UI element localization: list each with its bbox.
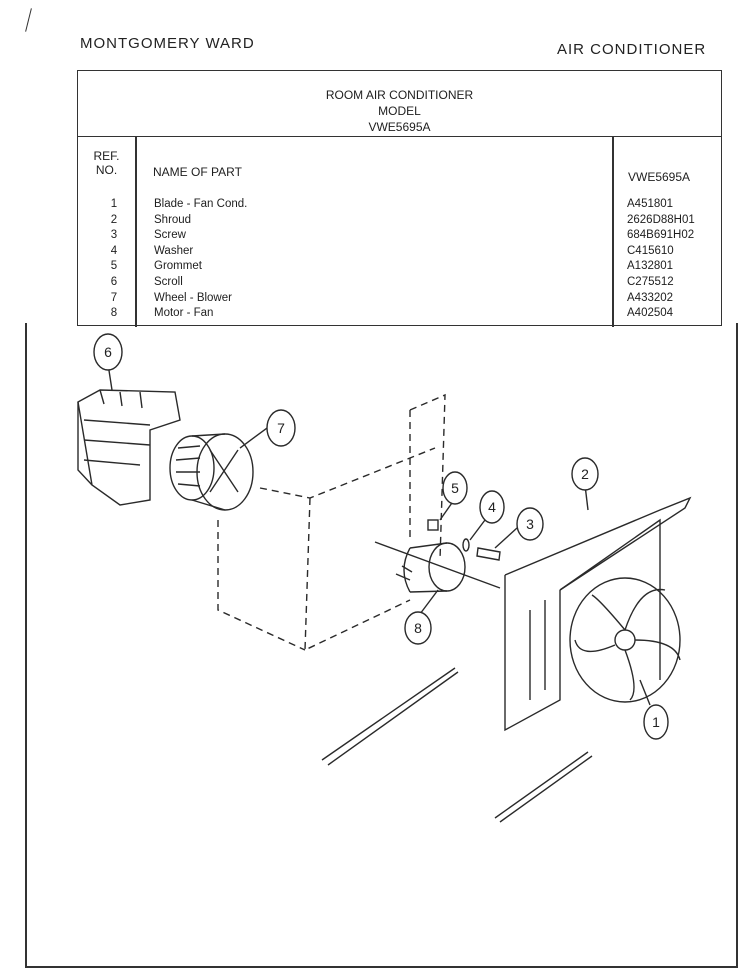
part-number: A451801: [627, 198, 674, 210]
table-row: 5 Grommet A132801: [78, 260, 721, 276]
fan-motor-drawing: [374, 541, 501, 593]
washer-drawing: [462, 538, 470, 552]
part-name: Scroll: [154, 275, 183, 288]
part-name: Screw: [154, 229, 186, 242]
callout-number: 8: [414, 620, 422, 636]
part-name: Washer: [154, 244, 194, 257]
callout-number: 3: [526, 516, 534, 532]
part-number: A402504: [627, 307, 674, 320]
callout-8: 8: [404, 611, 432, 645]
table-row: 2 Shroud 2626D88H01: [78, 214, 721, 230]
column-divider: [612, 137, 614, 327]
callout-number: 6: [104, 344, 112, 360]
part-number: C415610: [627, 244, 674, 257]
table-row: 1 Blade - Fan Cond. A451801: [78, 198, 721, 214]
ref-number: 7: [110, 291, 118, 304]
callout-circle: [442, 471, 468, 505]
fan-blade-drawing: [569, 577, 681, 703]
ref-number: 5: [110, 260, 118, 273]
screw-drawing: [476, 547, 501, 561]
model-column-header: VWE5695A: [628, 170, 691, 184]
callout-3: 3: [516, 507, 544, 541]
table-title: ROOM AIR CONDITIONER MODEL VWE5695A: [78, 71, 721, 137]
diagram-frame-left: [25, 323, 27, 968]
callout-circle: [571, 457, 599, 491]
table-row: 6 Scroll C275512: [78, 276, 721, 292]
ref-number: 4: [110, 244, 118, 257]
name-of-part-header: NAME OF PART: [153, 165, 242, 179]
ref-header-line-1: REF.: [93, 149, 120, 163]
callout-number: 4: [488, 499, 496, 515]
table-row: 8 Motor - Fan A402504: [78, 307, 721, 323]
brand-name: MONTGOMERY WARD: [80, 35, 255, 52]
leader-lines: [107, 363, 651, 706]
section-title: AIR CONDITIONER: [557, 41, 707, 58]
table-row: 7 Wheel - Blower A433202: [78, 292, 721, 308]
part-number: C275512: [627, 275, 674, 288]
callout-1: 1: [643, 704, 669, 740]
ref-header-line-2: NO.: [95, 163, 118, 177]
callout-7: 7: [266, 409, 296, 447]
ref-number: 8: [110, 307, 118, 320]
column-divider: [135, 137, 137, 327]
part-name: Blade - Fan Cond.: [154, 198, 248, 210]
ref-number: 6: [110, 275, 118, 288]
callout-5: 5: [442, 471, 468, 505]
callout-circle: [404, 611, 432, 645]
callout-number: 2: [581, 466, 589, 482]
scroll-housing-drawing: [77, 389, 181, 506]
part-name: Shroud: [154, 213, 192, 226]
cabinet-outline: [217, 393, 446, 652]
ref-no-header: REF. NO.: [78, 149, 135, 177]
table-row: 3 Screw 684B691H02: [78, 229, 721, 245]
callout-6: 6: [93, 333, 123, 371]
callout-number: 5: [451, 480, 459, 496]
part-name: Wheel - Blower: [154, 291, 232, 304]
ref-number: 1: [110, 198, 118, 210]
callout-2: 2: [571, 457, 599, 491]
part-number: 2626D88H01: [627, 213, 695, 226]
part-number: A433202: [627, 291, 674, 304]
part-name: Grommet: [154, 260, 202, 273]
ref-number: 2: [110, 213, 118, 226]
callout-4: 4: [479, 490, 505, 524]
callout-circle: [516, 507, 544, 541]
ref-number: 3: [110, 229, 118, 242]
title-line-1: ROOM AIR CONDITIONER: [325, 88, 474, 102]
callout-group: 6 7 5 4 3 2 8 1: [93, 333, 669, 740]
part-number: 684B691H02: [627, 229, 695, 242]
callout-circle: [479, 490, 505, 524]
diagram-frame-right: [736, 323, 738, 968]
callout-number: 7: [277, 420, 285, 436]
callout-circle: [643, 704, 669, 740]
callout-circle: [266, 409, 296, 447]
table-row: 4 Washer C415610: [78, 245, 721, 261]
grommet-drawing: [427, 519, 439, 531]
parts-table: ROOM AIR CONDITIONER MODEL VWE5695A REF.…: [77, 70, 722, 327]
blower-wheel-drawing: [169, 433, 254, 511]
diagram-frame-bottom: [25, 966, 737, 968]
callout-number: 1: [652, 714, 660, 730]
parts-list: 1 Blade - Fan Cond. A451801 2 Shroud 2626D88H…: [78, 198, 721, 323]
shroud-drawing: [504, 496, 692, 732]
callout-circle: [93, 333, 123, 371]
title-line-2: MODEL: [378, 104, 421, 118]
title-line-3: VWE5695A: [368, 120, 431, 134]
part-number: A132801: [627, 260, 674, 273]
rail-drawing: [321, 667, 593, 823]
part-name: Motor - Fan: [154, 307, 214, 320]
